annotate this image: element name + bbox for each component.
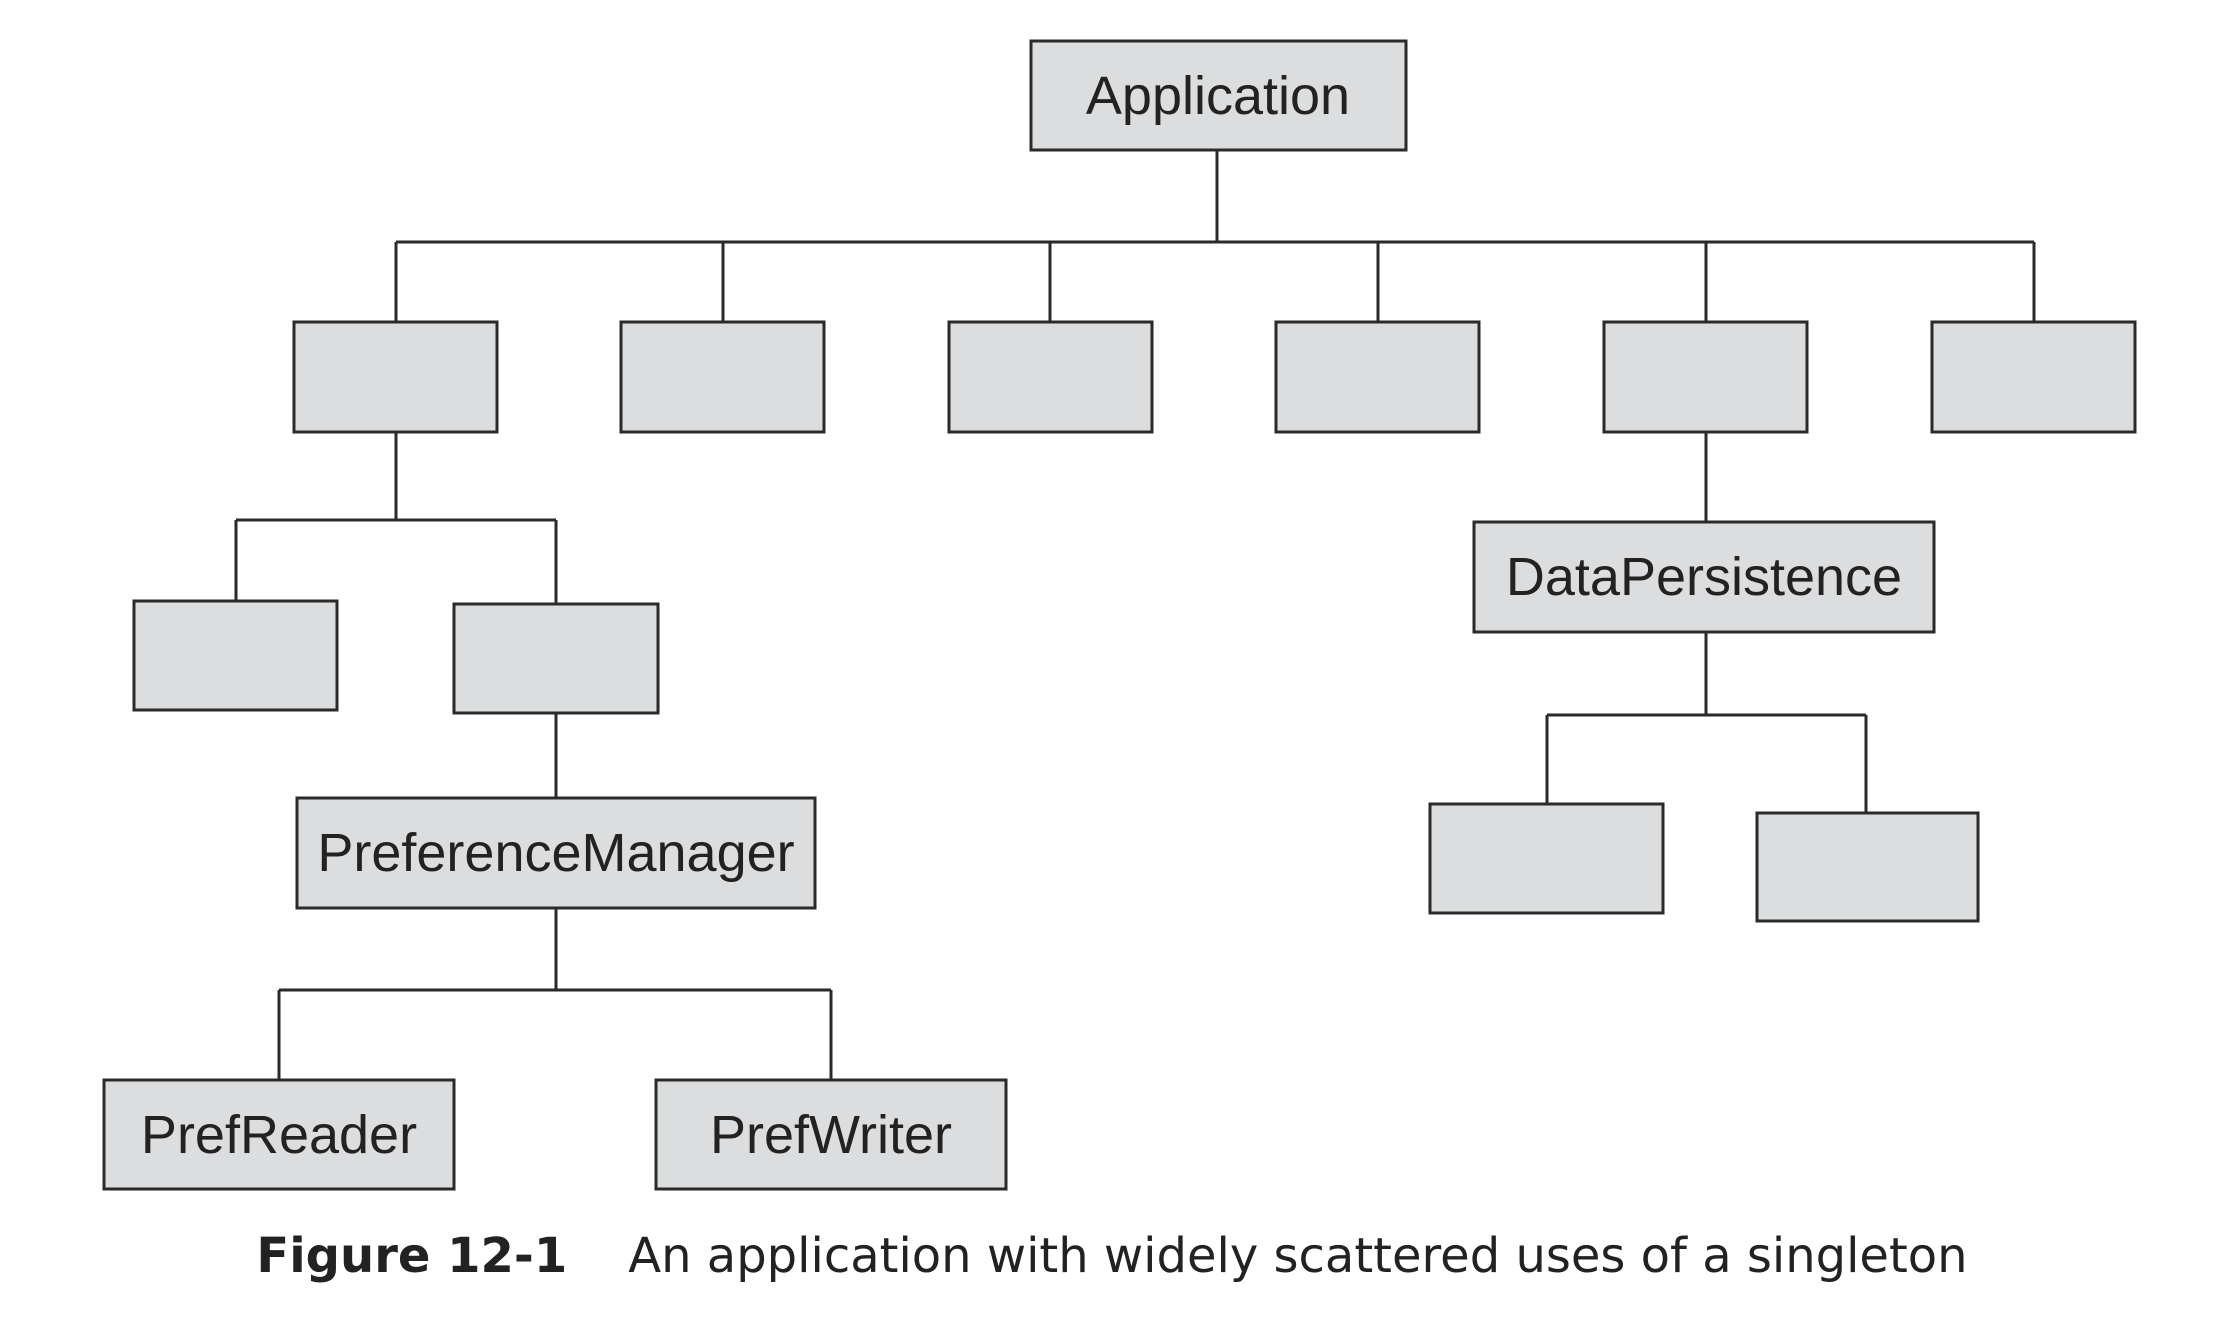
connectors	[234, 150, 2036, 1080]
node-empty-c4	[1274, 320, 1481, 434]
node-pref-writer: PrefWriter	[654, 1078, 1008, 1191]
node-pref-reader-label: PrefReader	[141, 1105, 417, 1165]
node-empty-c1b	[452, 602, 660, 715]
nodes: Application PreferenceManager PrefReader…	[102, 39, 2137, 1191]
node-empty-c6	[1930, 320, 2137, 434]
node-empty-dp1	[1428, 802, 1665, 915]
node-empty-c3	[947, 320, 1154, 434]
figure-caption-text: An application with widely scattered use…	[628, 1228, 1968, 1284]
node-preference-manager-label: PreferenceManager	[317, 823, 794, 883]
node-empty-c2	[619, 320, 826, 434]
node-empty-c1a	[132, 599, 339, 712]
node-application-label: Application	[1086, 66, 1350, 126]
node-preference-manager: PreferenceManager	[295, 796, 817, 910]
node-pref-reader: PrefReader	[102, 1078, 456, 1191]
node-empty-dp2	[1755, 811, 1980, 923]
node-empty-c1	[292, 320, 499, 434]
node-empty-c5	[1602, 320, 1809, 434]
node-data-persistence: DataPersistence	[1472, 520, 1936, 634]
figure-caption: Figure 12-1 An application with widely s…	[0, 1228, 2224, 1284]
node-data-persistence-label: DataPersistence	[1506, 547, 1902, 607]
node-pref-writer-label: PrefWriter	[710, 1105, 952, 1165]
node-application: Application	[1029, 39, 1408, 152]
figure-number: Figure 12-1	[256, 1228, 568, 1284]
